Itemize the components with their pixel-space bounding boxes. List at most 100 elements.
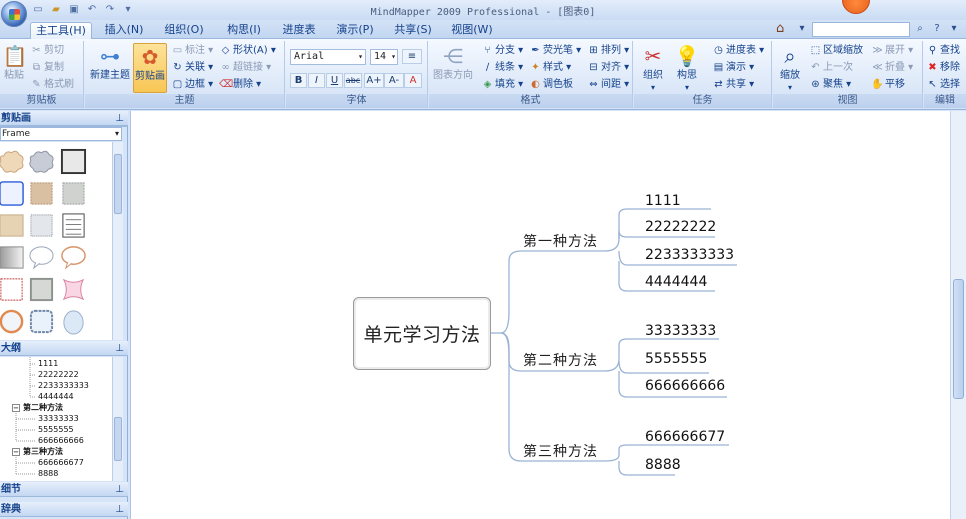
cut-button[interactable]: ✂剪切 xyxy=(30,43,64,58)
search-icon[interactable]: ⌕ xyxy=(917,23,923,34)
copy-button[interactable]: ⧉复制 xyxy=(30,60,64,75)
tab-home-tools[interactable]: 主工具(H) xyxy=(30,22,92,39)
new-file-icon[interactable]: ▭ xyxy=(33,4,43,15)
leaf-topic[interactable]: 8888 xyxy=(645,457,681,473)
bold-button[interactable]: B xyxy=(290,73,307,88)
palette-button[interactable]: ◐调色板 xyxy=(529,77,573,92)
clipart-egg-blue[interactable] xyxy=(60,308,87,335)
branch-topic-2[interactable]: 第二种方法 xyxy=(523,353,598,369)
open-folder-icon[interactable]: ▰ xyxy=(52,4,60,15)
outline-item[interactable]: 8888 xyxy=(38,469,59,478)
help-dropdown-icon[interactable]: ▾ xyxy=(951,23,957,34)
format-brush-button[interactable]: ✎格式刷 xyxy=(30,77,74,92)
clipart-speech-bubble[interactable] xyxy=(28,244,55,271)
collapse-toggle-icon[interactable]: − xyxy=(12,448,20,456)
organize-button[interactable]: ✂ 组织 ▾ xyxy=(638,43,668,94)
outline-item[interactable]: 666666666 xyxy=(38,436,84,445)
branch-topic-3[interactable]: 第三种方法 xyxy=(523,444,598,460)
highlighter-button[interactable]: ✒荧光笔 ▾ xyxy=(529,43,581,58)
dictionary-panel-header[interactable]: 辞典⊥ xyxy=(0,502,128,517)
pin-icon[interactable]: ⊥ xyxy=(115,504,124,515)
detail-panel-header[interactable]: 细节⊥ xyxy=(0,482,128,497)
leaf-topic[interactable]: 22222222 xyxy=(645,219,717,235)
scrollbar-thumb[interactable] xyxy=(953,279,964,399)
clipart-lace-frame[interactable] xyxy=(28,308,55,335)
outline-item[interactable]: 4444444 xyxy=(38,392,74,401)
clipart-scribble-gray[interactable] xyxy=(60,180,87,207)
previous-view-button[interactable]: ↶上一次 xyxy=(809,60,853,75)
tab-share[interactable]: 共享(S) xyxy=(394,23,432,36)
font-name-select[interactable]: Arial▾ xyxy=(290,49,366,65)
outline-item[interactable]: 1111 xyxy=(38,359,59,368)
zoom-button[interactable]: ⌕ 缩放 ▾ xyxy=(775,43,805,94)
align-button[interactable]: ⊟对齐 ▾ xyxy=(587,60,629,75)
remove-button[interactable]: ✖移除 xyxy=(926,60,960,75)
font-color-icon[interactable]: A xyxy=(404,73,422,88)
callout-button[interactable]: ▭标注 ▾ xyxy=(172,45,214,56)
outline-item[interactable]: −第二种方法 xyxy=(12,403,63,412)
tab-present[interactable]: 演示(P) xyxy=(336,23,374,36)
outline-item[interactable]: 666666677 xyxy=(38,458,84,467)
clipart-cloud-beige[interactable] xyxy=(0,148,25,175)
paragraph-align-icon[interactable]: ≡ xyxy=(402,49,422,64)
shape-button[interactable]: ◇形状(A) ▾ xyxy=(219,43,276,58)
leaf-topic[interactable]: 33333333 xyxy=(645,323,717,339)
leaf-topic[interactable]: 666666666 xyxy=(645,378,726,394)
find-button[interactable]: ⚲查找 xyxy=(926,43,960,58)
schedule-button[interactable]: ◷进度表 ▾ xyxy=(712,43,764,58)
underline-button[interactable]: U xyxy=(326,73,343,88)
clip-art-button[interactable]: ✿ 剪贴画 xyxy=(133,43,167,93)
pin-icon[interactable]: ⊥ xyxy=(115,343,124,354)
leaf-topic[interactable]: 666666677 xyxy=(645,429,726,445)
outline-panel-header[interactable]: 大纲⊥ xyxy=(0,341,128,356)
outline-scrollbar[interactable] xyxy=(112,357,123,481)
hyperlink-button[interactable]: ∞超链接 ▾ xyxy=(219,60,271,75)
search-input[interactable] xyxy=(812,21,910,37)
clipart-gradient-gray[interactable] xyxy=(0,244,25,271)
clipart-cloud-gray[interactable] xyxy=(28,148,55,175)
delete-button[interactable]: ⌫删除 ▾ xyxy=(219,79,262,90)
outline-item[interactable]: 5555555 xyxy=(38,425,74,434)
tab-organize[interactable]: 组织(O) xyxy=(164,23,204,36)
clipart-lined-paper[interactable] xyxy=(60,212,87,239)
clipart-pink-badge[interactable] xyxy=(60,276,87,303)
outline-tree[interactable]: 1111 22222222 2233333333 4444444 −第二种方法 … xyxy=(0,357,112,481)
area-zoom-button[interactable]: ⬚区域缩放 xyxy=(810,45,863,56)
clipart-scrollbar[interactable] xyxy=(112,142,123,340)
outline-item[interactable]: 33333333 xyxy=(38,414,79,423)
focus-button[interactable]: ⊛聚焦 ▾ xyxy=(809,77,851,92)
clipart-dashed-red-frame[interactable] xyxy=(0,276,25,303)
outline-item[interactable]: −第三种方法 xyxy=(12,447,63,456)
tab-schedule[interactable]: 进度表 xyxy=(282,23,316,36)
leaf-topic[interactable]: 1111 xyxy=(645,193,681,209)
root-topic[interactable]: 单元学习方法 xyxy=(353,297,491,370)
redo-icon[interactable]: ↷ xyxy=(105,4,115,15)
collapse-toggle-icon[interactable]: − xyxy=(12,404,20,412)
leaf-topic[interactable]: 2233333333 xyxy=(645,247,735,263)
font-size-select[interactable]: 14▾ xyxy=(370,49,398,65)
branch-topic-1[interactable]: 第一种方法 xyxy=(523,234,598,250)
strikethrough-button[interactable]: abc xyxy=(344,73,362,88)
pan-button[interactable]: ✋平移 xyxy=(871,79,905,90)
style-button[interactable]: ✦样式 ▾ xyxy=(529,60,571,75)
tab-view[interactable]: 视图(W) xyxy=(451,23,493,36)
new-topic-button[interactable]: ⊶ 新建主题 xyxy=(90,44,130,81)
border-button[interactable]: ▢边框 ▾ xyxy=(172,79,214,90)
mindmap-canvas[interactable]: 单元学习方法 第一种方法 第二种方法 第三种方法 1111 22222222 2… xyxy=(130,111,950,519)
clipart-scribble-tan[interactable] xyxy=(28,180,55,207)
canvas-vertical-scrollbar[interactable] xyxy=(950,111,966,519)
grow-font-button[interactable]: A+ xyxy=(364,73,384,88)
clipart-stone-frame[interactable] xyxy=(28,276,55,303)
tab-idea[interactable]: 构思(I) xyxy=(227,23,261,36)
select-button[interactable]: ↖选择 xyxy=(926,77,960,92)
dropdown-arrow-icon[interactable]: ▾ xyxy=(799,23,805,34)
outline-item[interactable]: 2233333333 xyxy=(38,381,89,390)
line-button[interactable]: ∕线条 ▾ xyxy=(481,60,523,75)
app-menu-orb-icon[interactable] xyxy=(1,1,27,27)
outline-item[interactable]: 22222222 xyxy=(38,370,79,379)
pin-icon[interactable]: ⊥ xyxy=(115,113,124,124)
branch-button[interactable]: ⑂分支 ▾ xyxy=(481,43,524,58)
share-button[interactable]: ⇄共享 ▾ xyxy=(712,77,754,92)
home-icon[interactable]: ⌂ xyxy=(776,21,785,36)
leaf-topic[interactable]: 5555555 xyxy=(645,351,708,367)
